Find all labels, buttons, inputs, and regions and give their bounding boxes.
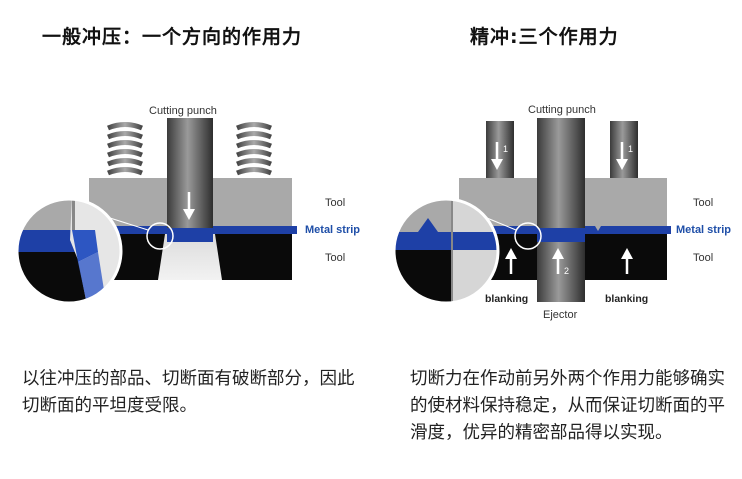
right-pressure-pin-left (486, 121, 514, 178)
left-focus-circle (146, 222, 174, 250)
left-title: 一般冲压：一个方向的作用力 (42, 26, 303, 48)
right-pressure-pin-right (610, 121, 638, 178)
left-label-tool-bottom: Tool (325, 252, 345, 264)
right-cutting-punch (537, 118, 585, 234)
right-focus-circle (514, 222, 542, 250)
left-spring-1 (107, 122, 143, 176)
right-label-fb-right-2: blanking (605, 293, 648, 305)
right-label-metal-strip: Metal strip (676, 224, 731, 236)
left-force-arrow (183, 192, 195, 220)
left-sheared-slug (167, 228, 213, 242)
right-force-2: 2 (564, 266, 569, 276)
left-label-metal-strip: Metal strip (305, 224, 360, 236)
left-diagram: Cutting punch Tool Metal strip Tool (15, 105, 360, 305)
right-label-fb-left-2: blanking (485, 293, 528, 305)
right-force-arrows (491, 142, 633, 274)
right-zoom-line (486, 217, 517, 231)
right-label-tool-bottom: Tool (693, 252, 713, 264)
right-title: 精冲:三个作用力 (470, 26, 619, 48)
right-vring-notch (595, 226, 601, 231)
left-spring-2 (236, 122, 272, 176)
left-label-cutting-punch: Cutting punch (149, 105, 217, 117)
right-zoom-detail (392, 197, 500, 305)
left-zoom-line (109, 217, 149, 231)
right-description: 切断力在作动前另外两个作用力能够确实的使材料保持稳定，从而保证切断面的平滑度，优… (410, 369, 725, 443)
right-force-1b: 1 (628, 144, 633, 154)
right-label-ejector: Ejector (543, 309, 578, 321)
right-label-tool-top: Tool (693, 197, 713, 209)
right-label-cutting-punch: Cutting punch (528, 104, 596, 116)
right-ejector (537, 242, 585, 302)
left-die-opening (158, 234, 222, 280)
left-label-tool-top: Tool (325, 197, 345, 209)
right-label-fb-left-1: Fine- (487, 280, 513, 292)
right-label-fb-right-1: Fine- (607, 280, 633, 292)
right-diagram: 1 1 2 Cutting punch Tool Metal strip Too… (392, 104, 731, 321)
left-description: 以往冲压的部品、切断面有破断部分，因此切断面的平坦度受限。 (22, 369, 355, 416)
right-force-1a: 1 (503, 144, 508, 154)
right-sheared-slug (537, 228, 585, 242)
